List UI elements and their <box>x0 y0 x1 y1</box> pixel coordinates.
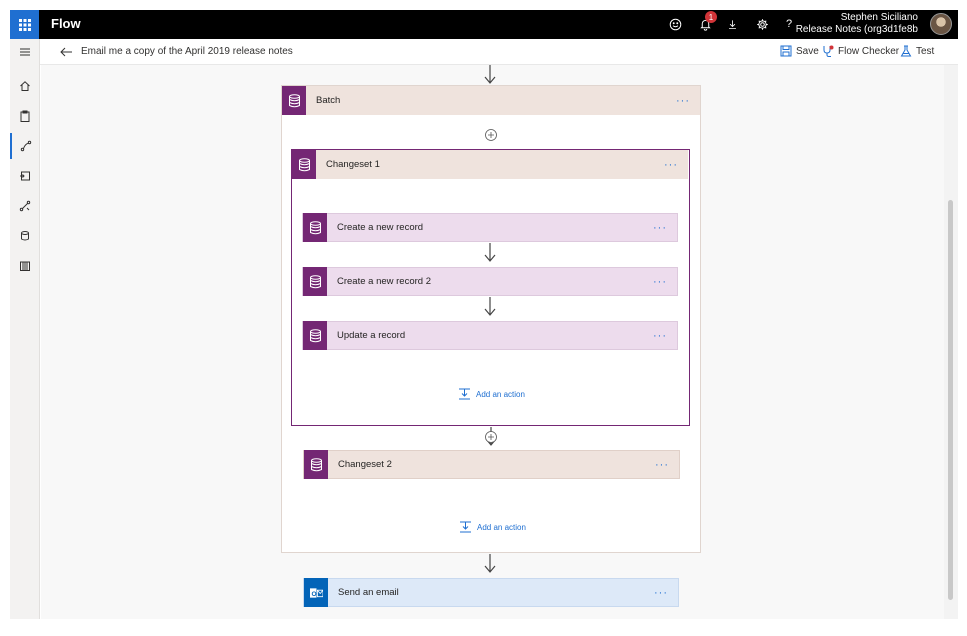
insert-step-plus-icon[interactable] <box>485 129 497 141</box>
add-an-action-label: Add an action <box>477 522 526 532</box>
changeset-1-more-menu[interactable]: ··· <box>664 158 678 171</box>
action-more-menu[interactable]: ··· <box>653 329 667 342</box>
user-environment: Release Notes (org3d1fe8b <box>795 24 918 35</box>
save-label: Save <box>796 45 819 57</box>
user-name: Stephen Siciliano <box>840 12 918 23</box>
batch-header[interactable]: Batch ··· <box>282 86 700 115</box>
add-an-action-button[interactable]: Add an action <box>458 388 525 400</box>
command-bar: Email me a copy of the April 2019 releas… <box>40 39 958 65</box>
top-app-bar: Flow 1 ? Stephen Siciliano Release Notes… <box>10 10 958 39</box>
changeset-1-header[interactable]: Changeset 1 ··· <box>292 150 688 179</box>
beaker-icon <box>900 45 912 57</box>
stethoscope-icon <box>823 45 834 57</box>
batch-title: Batch <box>316 95 341 106</box>
action-card-send-email[interactable]: O Send an email ··· <box>303 578 679 607</box>
templates-icon[interactable] <box>10 193 40 219</box>
vertical-scrollbar[interactable] <box>944 65 958 619</box>
add-an-action-button[interactable]: Add an action <box>459 521 526 533</box>
notification-count-badge: 1 <box>705 11 717 23</box>
connector-arrow <box>484 554 496 573</box>
app-launcher-icon[interactable] <box>10 10 39 39</box>
insert-step-plus-icon[interactable] <box>485 431 497 443</box>
batch-scope: Batch ··· Changeset 1 ··· Create a new r… <box>281 85 701 553</box>
action-more-menu[interactable]: ··· <box>653 221 667 234</box>
changeset-2-header[interactable]: Changeset 2 ··· <box>303 450 680 479</box>
send-email-title: Send an email <box>338 587 399 598</box>
add-an-action-label: Add an action <box>476 389 525 399</box>
scrollbar-thumb[interactable] <box>948 200 953 600</box>
save-icon <box>780 45 792 57</box>
download-icon[interactable] <box>724 16 740 32</box>
add-action-icon <box>459 388 470 400</box>
menu-icon[interactable] <box>10 39 40 65</box>
my-flows-icon[interactable] <box>10 133 40 159</box>
test-button[interactable]: Test <box>900 45 934 57</box>
dataverse-icon <box>303 267 327 296</box>
approvals-icon[interactable] <box>10 163 40 189</box>
action-card-create-record[interactable]: Create a new record ··· <box>302 213 678 242</box>
designer-canvas[interactable]: Batch ··· Changeset 1 ··· Create a new r… <box>41 65 944 619</box>
help-icon[interactable]: ? <box>785 18 793 30</box>
back-arrow-icon[interactable] <box>59 45 73 59</box>
connector-arrow <box>484 297 496 316</box>
flow-name[interactable]: Email me a copy of the April 2019 releas… <box>81 46 293 57</box>
svg-text:O: O <box>311 590 316 597</box>
action-more-menu[interactable]: ··· <box>653 275 667 288</box>
changeset-1-scope: Changeset 1 ··· Create a new record ··· … <box>291 149 690 426</box>
action-title: Create a new record <box>337 222 424 233</box>
flow-checker-button[interactable]: Flow Checker <box>822 45 899 57</box>
action-card-create-record-2[interactable]: Create a new record 2 ··· <box>302 267 678 296</box>
add-action-icon <box>460 521 471 533</box>
connector-arrow <box>484 243 496 262</box>
save-button[interactable]: Save <box>780 45 819 57</box>
avatar[interactable] <box>930 13 952 35</box>
left-navigation-rail <box>10 39 40 619</box>
clipboard-icon[interactable] <box>10 103 40 129</box>
learn-icon[interactable] <box>10 253 40 279</box>
test-label: Test <box>916 45 935 57</box>
changeset-2-more-menu[interactable]: ··· <box>655 458 669 471</box>
app-title[interactable]: Flow <box>51 16 81 31</box>
flow-checker-label: Flow Checker <box>838 45 900 57</box>
changeset-1-title: Changeset 1 <box>326 159 380 170</box>
changeset-2-title: Changeset 2 <box>338 459 392 470</box>
dataverse-icon <box>303 213 327 242</box>
action-card-update-record[interactable]: Update a record ··· <box>302 321 678 350</box>
action-title: Update a record <box>337 330 406 341</box>
user-account-info[interactable]: Stephen Siciliano Release Notes (org3d1f… <box>796 12 918 36</box>
settings-gear-icon[interactable] <box>754 16 770 32</box>
dataverse-icon <box>304 450 328 479</box>
home-icon[interactable] <box>10 73 40 99</box>
smiley-icon[interactable] <box>667 16 683 32</box>
connector-arrow <box>484 65 496 84</box>
outlook-icon: O <box>304 578 328 607</box>
send-email-more-menu[interactable]: ··· <box>654 586 668 599</box>
dataverse-icon <box>303 321 327 350</box>
action-title: Create a new record 2 <box>337 276 431 287</box>
data-icon[interactable] <box>10 223 40 249</box>
dataverse-icon <box>292 150 316 179</box>
dataverse-icon <box>282 86 306 115</box>
batch-more-menu[interactable]: ··· <box>676 94 690 107</box>
